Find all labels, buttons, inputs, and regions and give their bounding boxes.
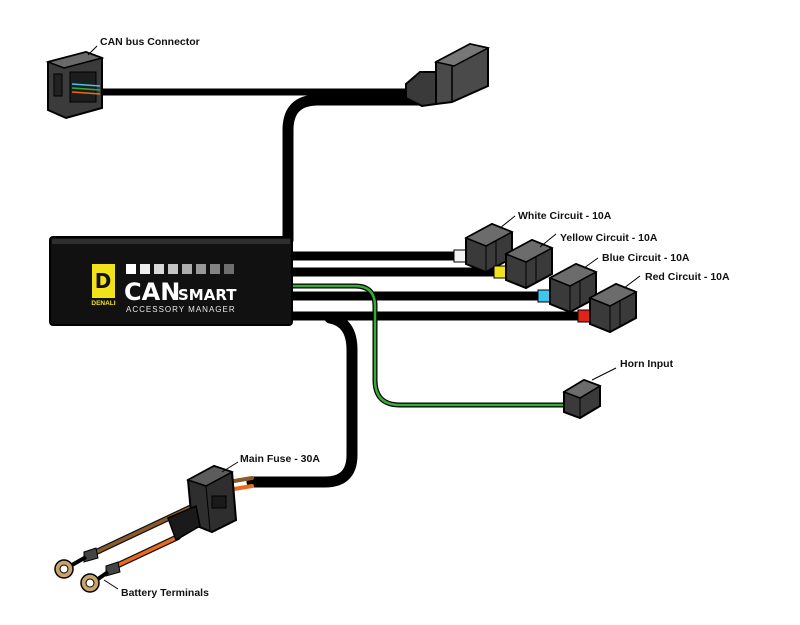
red-label-leader xyxy=(623,275,641,289)
horn-label-leader xyxy=(591,367,617,381)
horn-input-connector-icon xyxy=(562,378,602,420)
blue-label-leader xyxy=(583,257,599,269)
denali-logo: D DENALI xyxy=(91,264,116,307)
can-trunk-cable xyxy=(282,94,426,246)
horn-wire xyxy=(287,283,569,408)
battery-label-leader xyxy=(103,579,119,590)
red-circuit-connector-icon xyxy=(577,282,638,334)
red-circuit-label: Red Circuit - 10A xyxy=(645,271,730,283)
yellow-label-leader xyxy=(539,233,557,248)
cables xyxy=(87,88,585,571)
can-bus-connector-label: CAN bus Connector xyxy=(100,36,200,48)
blue-circuit-label: Blue Circuit - 10A xyxy=(602,252,690,264)
logo-name: DENALI xyxy=(91,300,115,307)
white-circuit-connector-icon xyxy=(453,222,514,274)
can-label-leader xyxy=(87,45,98,56)
white-label-leader xyxy=(499,215,516,229)
horn-input-label: Horn Input xyxy=(620,358,674,370)
brand-subtitle: ACCESSORY MANAGER xyxy=(126,305,236,314)
fuse-holder-icon xyxy=(167,464,238,542)
yellow-circuit-label: Yellow Circuit - 10A xyxy=(560,232,658,244)
power-trunk-cable xyxy=(246,312,358,488)
white-circuit-label: White Circuit - 10A xyxy=(518,210,612,222)
indicator-lights xyxy=(126,264,234,274)
fuse-label-leader xyxy=(221,461,239,473)
battery-terminals-label: Battery Terminals xyxy=(121,587,209,599)
main-fuse-label: Main Fuse - 30A xyxy=(240,453,320,465)
ring-terminal-icon xyxy=(80,561,121,593)
cansmart-module: D DENALI CAN SMART ACCESSORY MANAGER xyxy=(49,236,293,326)
obd-plug-icon xyxy=(405,42,491,108)
brand-title-big: CAN xyxy=(124,278,180,306)
logo-letter: D xyxy=(95,269,112,293)
brand-title-small: SMART xyxy=(178,286,237,304)
ring-terminal-icon xyxy=(54,547,99,579)
yellow-circuit-connector-icon xyxy=(493,238,554,290)
can-bus-connector-icon xyxy=(45,50,105,120)
